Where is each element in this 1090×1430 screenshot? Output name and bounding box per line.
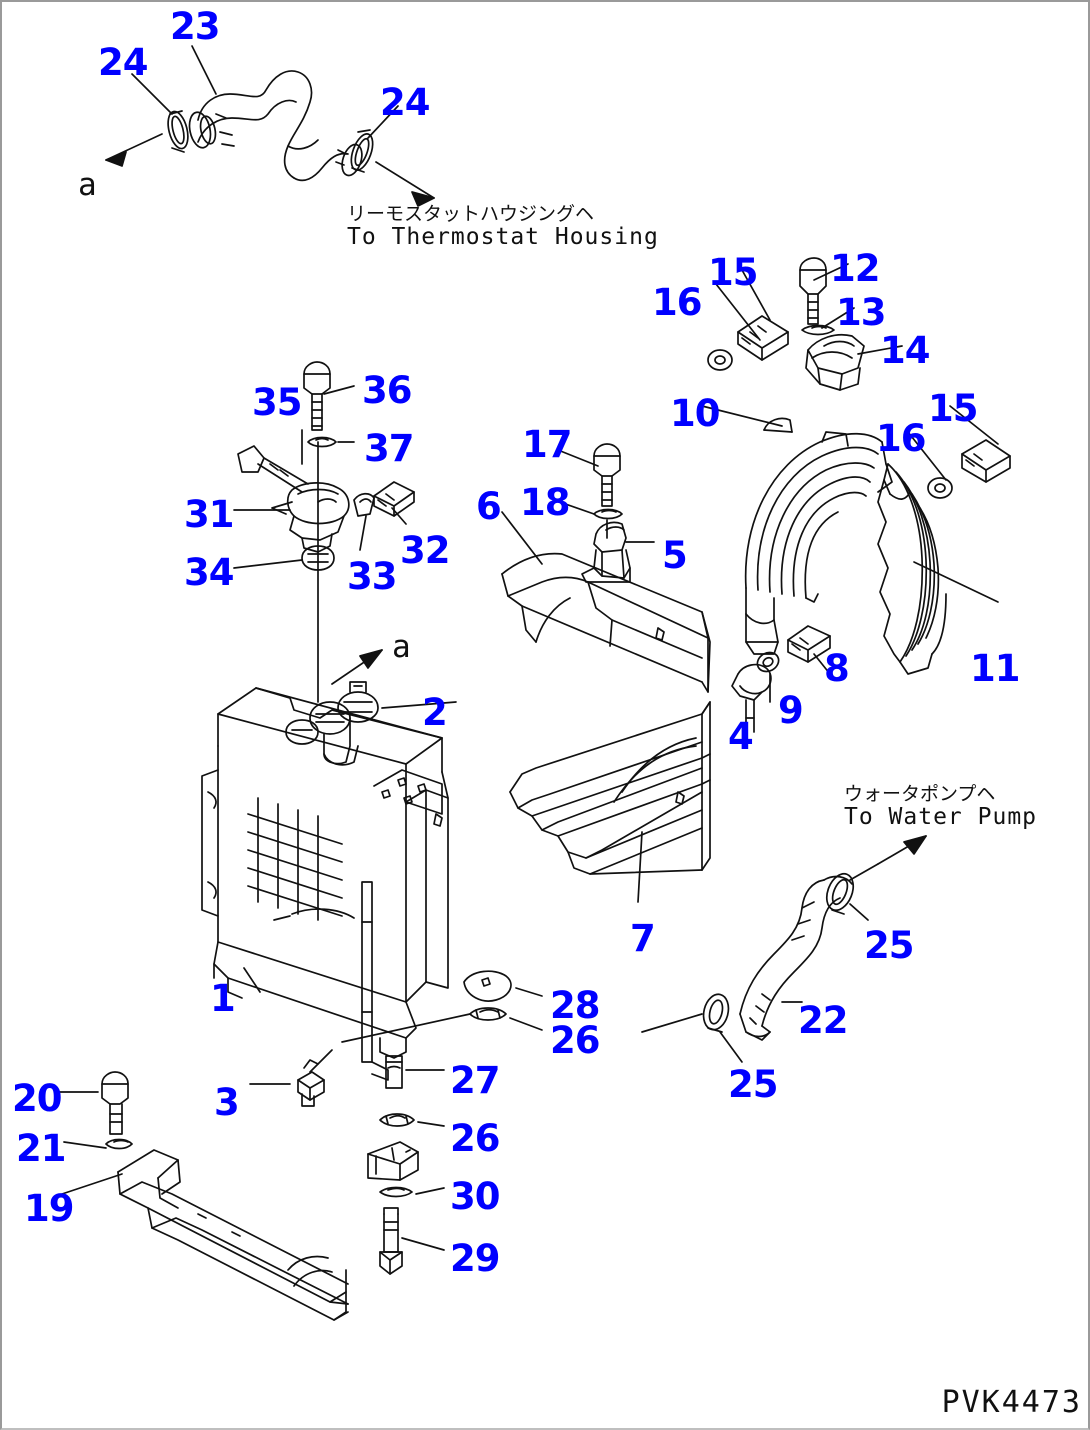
washer-18	[593, 508, 623, 520]
washer-26-lower	[379, 1113, 415, 1127]
washer-16-upper	[707, 349, 733, 371]
hose-clamp-24-right	[350, 129, 374, 173]
part-callout-7: 7	[630, 917, 656, 960]
note-thermostat-housing-en: To Thermostat Housing	[347, 224, 659, 251]
part-callout-15: 15	[708, 251, 758, 294]
part-callout-24: 24	[98, 41, 148, 84]
part-callout-35: 35	[252, 381, 302, 424]
note-water-pump-en: To Water Pump	[844, 804, 1038, 831]
fan-guard-10	[744, 431, 893, 655]
part-callout-20: 20	[12, 1077, 62, 1120]
part-callout-12: 12	[830, 247, 880, 290]
drawing-number: PVK4473	[941, 1385, 1082, 1420]
shroud-panel-6	[501, 552, 711, 693]
part-callout-37: 37	[364, 427, 414, 470]
part-callout-30: 30	[450, 1175, 500, 1218]
mount-bracket-30	[367, 1141, 419, 1181]
part-callout-25: 25	[728, 1063, 778, 1106]
support-frame-19	[117, 1149, 349, 1321]
part-callout-36: 36	[362, 369, 412, 412]
part-callout-22: 22	[798, 999, 848, 1042]
part-callout-6: 6	[476, 485, 502, 528]
hose-clamp-24-left	[167, 110, 189, 153]
bolt-36	[303, 361, 331, 431]
bolt-35	[237, 445, 309, 493]
lower-radiator-hose-22	[739, 875, 853, 1041]
shroud-bracket-14	[805, 333, 865, 391]
radiator-cap-2	[337, 681, 379, 723]
part-callout-26: 26	[550, 1019, 600, 1062]
part-callout-33: 33	[347, 555, 397, 598]
bolt-8	[787, 625, 831, 663]
part-callout-23: 23	[170, 5, 220, 48]
stud-33	[353, 492, 375, 517]
part-callout-18: 18	[520, 481, 570, 524]
radiator-core-1	[201, 687, 449, 1081]
part-callout-34: 34	[184, 551, 234, 594]
part-callout-2: 2	[422, 691, 448, 734]
fan-guard-11	[877, 463, 947, 675]
part-callout-32: 32	[400, 529, 450, 572]
hose-clamp-25-lower	[702, 993, 730, 1033]
clamp-31	[271, 482, 350, 553]
washer-26-upper	[469, 1007, 507, 1021]
washer-16-lower	[927, 477, 953, 499]
part-callout-25: 25	[864, 924, 914, 967]
shroud-panel-7	[509, 701, 711, 875]
section-mark-a-mid: a	[392, 629, 411, 665]
part-callout-4: 4	[728, 715, 754, 758]
part-callout-9: 9	[778, 689, 804, 732]
part-callout-16: 16	[652, 281, 702, 324]
upper-radiator-hose	[188, 70, 363, 182]
part-callout-26: 26	[450, 1117, 500, 1160]
part-callout-19: 19	[24, 1187, 74, 1230]
part-callout-27: 27	[450, 1059, 500, 1102]
bolt-15-upper	[737, 315, 789, 361]
part-callout-11: 11	[970, 647, 1020, 690]
part-callout-1: 1	[210, 977, 236, 1020]
part-callout-16: 16	[876, 417, 926, 460]
part-callout-29: 29	[450, 1237, 500, 1280]
bolt-20	[101, 1071, 129, 1135]
part-callout-17: 17	[522, 423, 572, 466]
note-water-pump-jp: ウォータポンプヘ	[844, 783, 996, 805]
washer-30b	[379, 1186, 413, 1198]
hose-clamp-25-upper	[825, 872, 855, 915]
drain-cock-3	[297, 1059, 325, 1107]
part-callout-21: 21	[16, 1127, 66, 1170]
part-callout-24: 24	[380, 81, 430, 124]
part-callout-31: 31	[184, 493, 234, 536]
part-callout-8: 8	[824, 647, 850, 690]
spacer-27	[385, 1055, 403, 1089]
part-callout-5: 5	[662, 534, 688, 577]
section-mark-a-top: a	[78, 167, 97, 203]
bolt-29	[379, 1207, 403, 1275]
note-thermostat-housing-jp: リーモスタットハウジングヘ	[347, 203, 595, 225]
washer-13	[801, 324, 835, 336]
washer-37	[307, 436, 337, 448]
bolt-17	[593, 443, 621, 507]
part-callout-28: 28	[550, 984, 600, 1027]
part-callout-3: 3	[214, 1081, 240, 1124]
bolt-12	[799, 257, 827, 325]
part-callout-10: 10	[670, 392, 720, 435]
bolt-15-lower	[961, 439, 1011, 483]
part-callout-15: 15	[928, 387, 978, 430]
plate-28	[463, 970, 512, 1002]
washer-9	[756, 651, 780, 673]
part-callout-14: 14	[880, 329, 930, 372]
part-callout-13: 13	[836, 291, 886, 334]
washer-21	[105, 1138, 133, 1150]
